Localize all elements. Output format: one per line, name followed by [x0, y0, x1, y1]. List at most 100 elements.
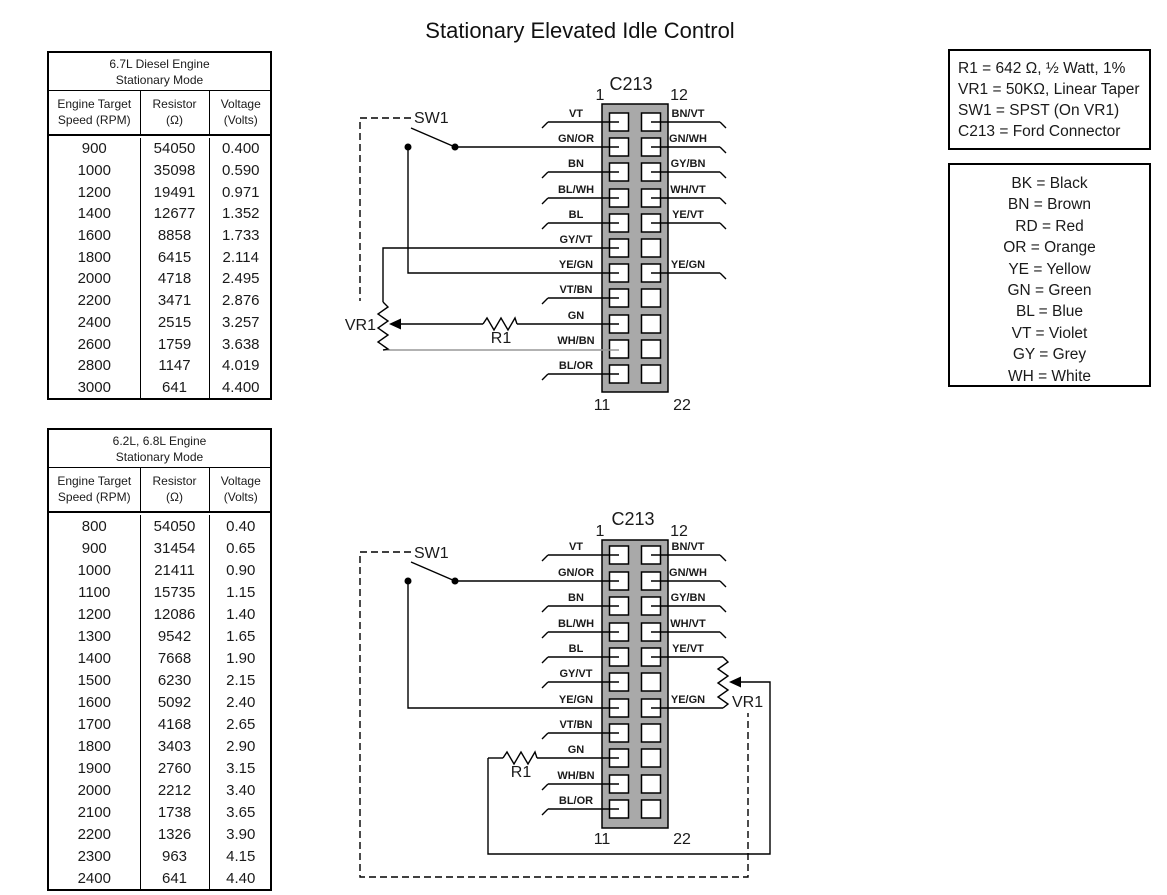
wire-label: BN — [568, 158, 584, 170]
column-header-voltage: Voltage(Volts) — [208, 91, 272, 136]
page-title: Stationary Elevated Idle Control — [425, 18, 735, 43]
table-cell: 35098 — [139, 159, 209, 182]
table-cell: 2200 — [77, 292, 111, 310]
connecting-wires — [407, 580, 771, 855]
table-cell: 2760 — [139, 757, 209, 779]
connector-pin — [640, 799, 662, 819]
table-cell: 2515 — [139, 311, 209, 334]
connector-pin — [640, 314, 662, 334]
table-cell: 1.733 — [208, 224, 272, 247]
text-line: R1 = 642 Ω, ½ Watt, 1% — [958, 60, 1126, 77]
wire-label: BN — [568, 592, 584, 604]
text-line: GN = Green — [1007, 282, 1092, 300]
table-cell: 21411 — [139, 559, 209, 581]
wire-label: GY/BN — [671, 158, 706, 170]
wire-label: BL/OR — [559, 795, 593, 807]
table-cell: 3.15 — [208, 757, 272, 779]
table-cell: 2.40 — [208, 691, 272, 713]
wire-label: BN/VT — [672, 541, 705, 553]
table-cell: 3.90 — [208, 823, 272, 845]
text-line: BK = Black — [1011, 175, 1088, 192]
table-cell: 800 — [81, 517, 107, 535]
table-cell: 1400 — [77, 649, 111, 667]
wire-label: GY/VT — [559, 234, 592, 246]
wire-label: YE/GN — [559, 694, 593, 706]
table-cell: 3.257 — [208, 311, 272, 334]
table-cell: 1200 — [77, 183, 111, 201]
table-cell: 2.65 — [208, 713, 272, 735]
table-cell: 4.40 — [208, 867, 272, 889]
table-cell: 0.40 — [208, 515, 272, 537]
table-cell: 3.40 — [208, 779, 272, 801]
top-wiring-diagram: C213 1 12 11 22 SW1 VR1 R1 VT GN/OR BN B… — [345, 74, 727, 414]
wire-label: GY/VT — [559, 668, 592, 680]
switch-blade — [410, 561, 456, 582]
wire-label: BL — [569, 643, 584, 655]
wire-label: VT — [569, 108, 583, 120]
table-cell: 9542 — [139, 625, 209, 647]
table-cell: 3.65 — [208, 801, 272, 823]
table-cell: 12086 — [139, 603, 209, 625]
wire-label: BN/VT — [672, 108, 705, 120]
table-cell: 31454 — [139, 537, 209, 559]
table-cell: 2.495 — [208, 268, 272, 290]
text-line: VT = Violet — [1011, 324, 1088, 342]
sw1-switch — [404, 127, 459, 151]
table-cell: 4.15 — [208, 845, 272, 867]
table-cell: 1000 — [77, 162, 111, 180]
table-cell: 1.15 — [208, 581, 272, 603]
table-cell: 1147 — [139, 354, 209, 377]
table-cell: 1100 — [78, 583, 111, 601]
r1-resistor — [482, 316, 518, 332]
table-6-7l-diesel: 6.7L Diesel Engine Stationary Mode Engin… — [47, 51, 272, 401]
right-wire-labels: BN/VT GN/WH GY/BN WH/VT YE/VT YE/GN — [669, 541, 707, 706]
connector-pin — [640, 723, 662, 743]
text-line: BL = Blue — [1015, 303, 1084, 321]
vr1-potentiometer — [376, 301, 390, 351]
table-cell: 0.400 — [208, 138, 272, 160]
table-cell: 2100 — [77, 803, 111, 821]
wire-label: GN/OR — [558, 133, 594, 145]
table-cell: 2.876 — [208, 289, 272, 312]
table-cell: 4168 — [139, 713, 209, 735]
pin-number: 22 — [673, 397, 691, 414]
text-line: SW1 = SPST (On VR1) — [958, 102, 1120, 119]
table-cell: 1.90 — [208, 647, 272, 669]
table-cell: 1.65 — [208, 625, 272, 647]
connector-pin — [640, 364, 662, 384]
vr1-wiper-arrow — [729, 676, 741, 688]
table-cell: 900 — [81, 140, 107, 158]
switch-label: SW1 — [414, 545, 449, 562]
table-cell: 2000 — [77, 781, 111, 799]
table-cell: 6230 — [139, 669, 209, 691]
table-cell: 1300 — [77, 627, 111, 645]
table-cell: 963 — [139, 845, 209, 867]
table-cell: 4.019 — [208, 354, 272, 377]
switch-blade — [410, 127, 456, 148]
resistor-label: R1 — [511, 764, 532, 781]
wire-label: YE/GN — [671, 259, 705, 271]
text-line: VR1 = 50KΩ, Linear Taper — [958, 81, 1140, 98]
table-cell: 2300 — [77, 847, 111, 865]
table-cell: 19491 — [139, 181, 209, 204]
sw1-vr1-mechanical-link — [359, 551, 749, 878]
wire-label: WH/VT — [670, 184, 706, 196]
wire-label: BL/OR — [559, 360, 593, 372]
table-cell: 1600 — [77, 227, 111, 245]
